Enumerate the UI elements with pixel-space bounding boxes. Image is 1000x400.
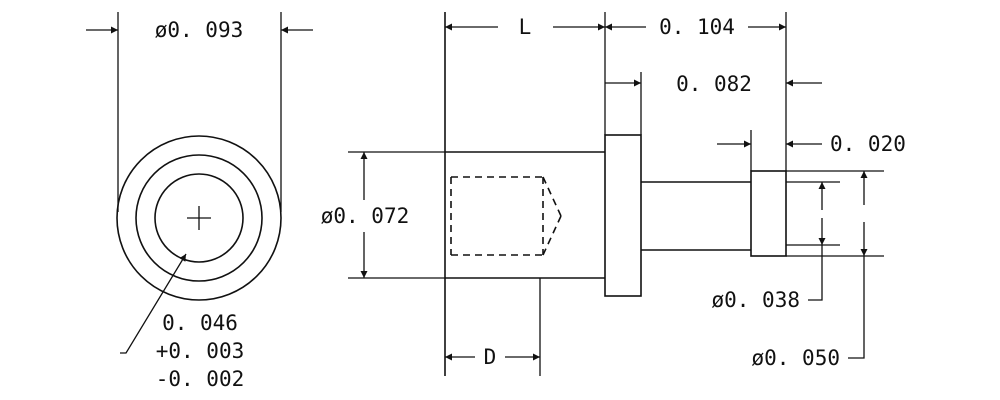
outer-circle [116,135,282,301]
overall-diameter-label: ø0. 093 [155,18,244,42]
flange-gap-dimension: 0. 082 [605,72,822,96]
pin-diameter-dimension: ø0. 038 [711,181,840,312]
collar-diameter-dimension: ø0. 050 [751,170,884,370]
bore-upper-tolerance-label: +0. 003 [156,339,245,363]
bore-circle [154,173,244,263]
depth-dimension: D [445,345,540,369]
center-mark [187,206,211,230]
bore-leader: 0. 046 +0. 003 -0. 002 [120,253,245,391]
depth-label: D [484,345,497,369]
flange [604,134,642,297]
flange-gap-label: 0. 082 [676,72,752,96]
collar [750,170,787,257]
collar-width-dimension: 0. 020 [717,132,906,156]
end-view: ø0. 093 0. 046 +0. 003 -0. 002 [86,12,313,391]
pin-diameter-label: ø0. 038 [711,288,800,312]
length-dimension: L [445,15,605,39]
overall-diameter-dimension: ø0. 093 [86,12,313,212]
hidden-bore [450,176,562,256]
length-label: L [519,15,532,39]
flange-to-end-dimension: 0. 104 [605,15,786,39]
middle-circle [135,154,263,282]
flange-to-end-label: 0. 104 [659,15,735,39]
main-body [444,12,605,376]
body-diameter-dimension: ø0. 072 [321,151,445,279]
collar-diameter-label: ø0. 050 [751,346,840,370]
bore-size-label: 0. 046 [162,311,238,335]
pin [641,181,751,251]
collar-width-label: 0. 020 [830,132,906,156]
bore-lower-tolerance-label: -0. 002 [156,367,245,391]
body-diameter-label: ø0. 072 [321,204,410,228]
side-view: L 0. 104 0. 082 0. 020 ø0. 072 [321,12,906,376]
